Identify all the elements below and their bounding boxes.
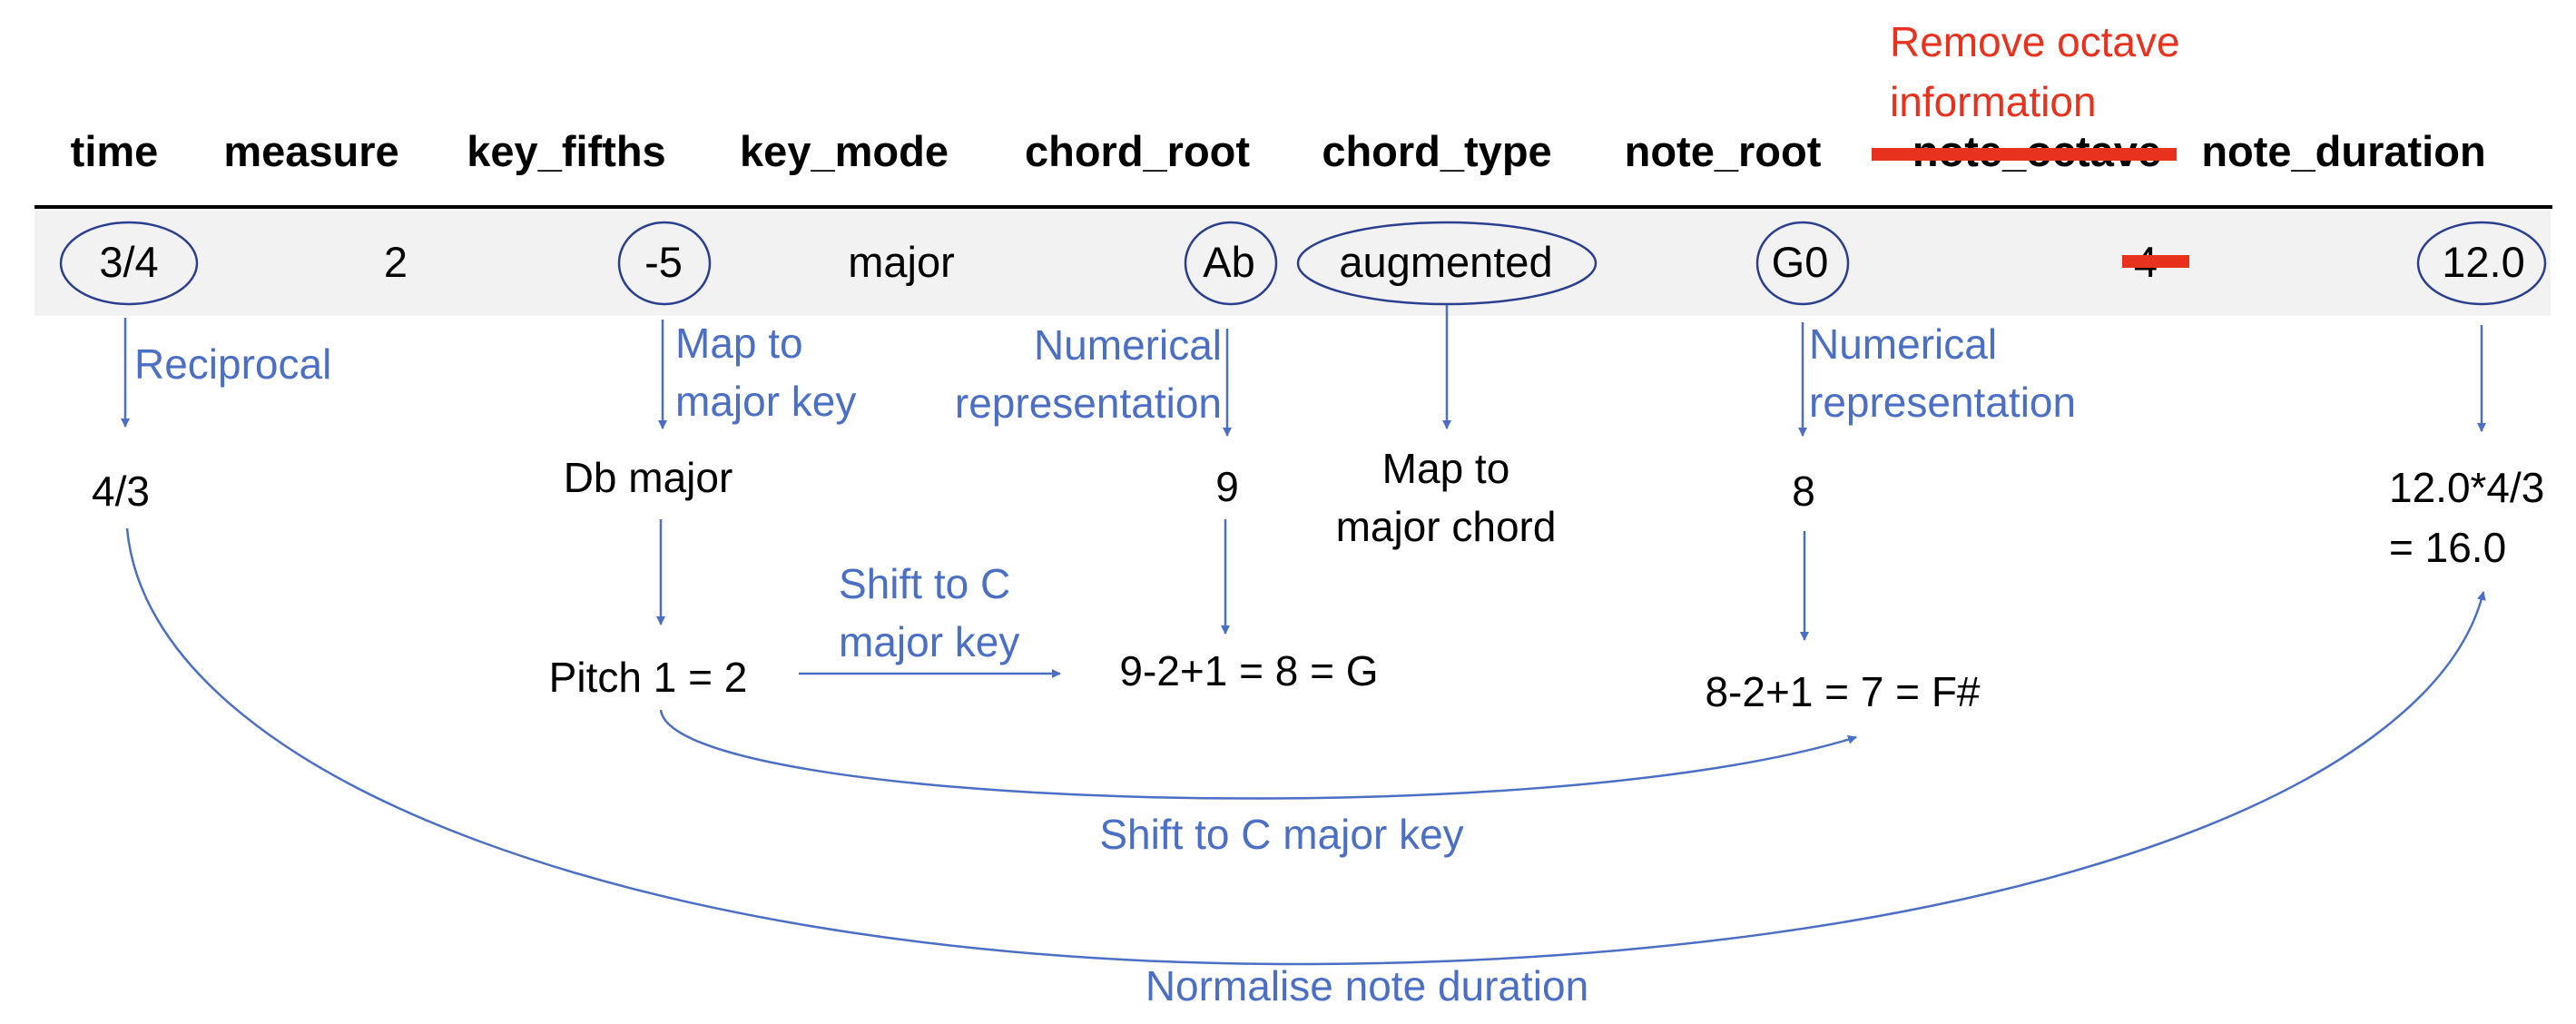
cell-chord-type: augmented <box>1339 238 1552 286</box>
derived-values: 4/3 Db major 9 Map to major chord 8 12.0… <box>92 445 2544 715</box>
ellipse-note-root <box>1755 221 1850 306</box>
header-key-fifths: key_fifths <box>467 127 665 175</box>
result-note-root: 8 <box>1792 468 1815 515</box>
label-normalise: Normalise note duration <box>1145 962 1588 1009</box>
label-map-major-key-2: major key <box>675 378 856 425</box>
label-note-numerical-1: Numerical <box>1809 320 1997 368</box>
cell-note-duration: 12.0 <box>2442 238 2524 286</box>
label-chord-numerical-1: Numerical <box>1034 321 1222 369</box>
table-row: 3/4 2 -5 major Ab augmented G0 4 12.0 <box>99 238 2524 286</box>
label-map-major-key-1: Map to <box>675 320 803 367</box>
arc-shift-note <box>659 709 1857 800</box>
header-note-duration: note_duration <box>2201 127 2485 175</box>
ellipse-note-duration <box>2416 221 2547 306</box>
header-measure: measure <box>223 127 398 175</box>
result-time: 4/3 <box>92 468 150 515</box>
result-chord-root: 9 <box>1215 463 1239 510</box>
result-duration-2: = 16.0 <box>2389 524 2506 571</box>
ellipse-time <box>59 221 199 306</box>
flow-arrows <box>121 305 2486 966</box>
cell-chord-root: Ab <box>1203 238 1255 286</box>
remove-octave-line-1: Remove octave <box>1890 18 2180 65</box>
octave-strikethroughs <box>1872 148 2189 268</box>
ellipse-chord-type <box>1296 221 1598 306</box>
header-chord-type: chord_type <box>1322 127 1551 175</box>
result-chord-type-1: Map to <box>1382 445 1510 492</box>
label-shift-c-short-1: Shift to C <box>839 560 1010 607</box>
cell-time: 3/4 <box>99 238 158 286</box>
header-note-root: note_root <box>1625 127 1822 175</box>
table-header: time measure key_fifths key_mode chord_r… <box>71 127 2486 175</box>
cell-measure: 2 <box>384 238 408 286</box>
ellipse-key-fifths <box>617 221 712 306</box>
result-note-shift: 8-2+1 = 7 = F# <box>1705 668 1980 715</box>
header-key-mode: key_mode <box>740 127 949 175</box>
header-time: time <box>71 127 159 175</box>
cell-key-fifths: -5 <box>644 238 683 286</box>
blue-labels: Reciprocal Map to major key Numerical re… <box>134 320 2076 1009</box>
remove-octave-annotation: Remove octave information <box>1890 18 2180 125</box>
label-reciprocal: Reciprocal <box>134 340 331 388</box>
result-pitch: Pitch 1 = 2 <box>549 654 748 701</box>
result-chord-shift: 9-2+1 = 8 = G <box>1119 647 1378 694</box>
arc-normalise-duration <box>125 527 2486 966</box>
header-chord-root: chord_root <box>1025 127 1250 175</box>
label-note-numerical-2: representation <box>1809 379 2076 426</box>
result-chord-type-2: major chord <box>1336 503 1557 550</box>
label-shift-c-short-2: major key <box>839 618 1019 665</box>
result-duration-1: 12.0*4/3 <box>2389 464 2544 511</box>
ellipse-chord-root <box>1184 221 1278 306</box>
highlight-ellipses <box>59 221 2547 306</box>
cell-note-root: G0 <box>1772 238 1829 286</box>
label-shift-c-long: Shift to C major key <box>1099 811 1463 858</box>
label-chord-numerical-2: representation <box>955 379 1222 427</box>
remove-octave-line-2: information <box>1890 78 2097 125</box>
result-key: Db major <box>564 454 733 501</box>
cell-key-mode: major <box>848 238 955 286</box>
